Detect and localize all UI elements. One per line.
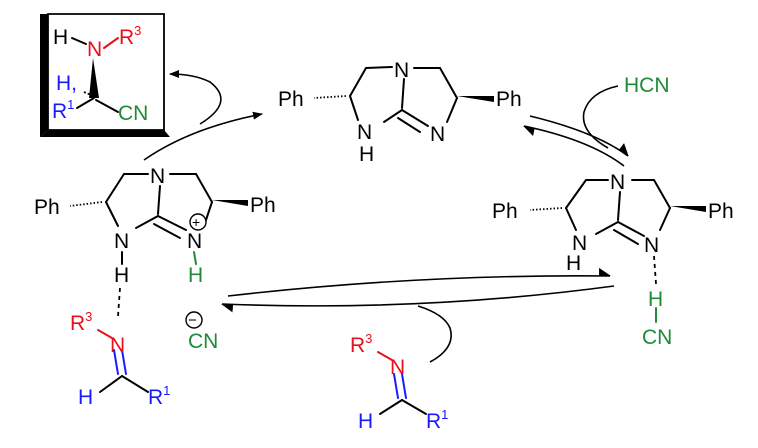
catalyst-free-n-bridge: N bbox=[394, 59, 409, 82]
catalyst-protonated-n-plus: N bbox=[187, 230, 202, 253]
catalyst-protonated-ph-left: Ph bbox=[34, 196, 60, 219]
arrow-bottom-back bbox=[221, 285, 615, 313]
imine-substrate-r1: R1 bbox=[426, 407, 448, 433]
catalyst-protonated-nh-n: N bbox=[114, 230, 129, 253]
imine-hbonded-r1: R1 bbox=[148, 383, 170, 409]
imine-substrate-n: N bbox=[390, 356, 405, 379]
catalyst-protonated: N N + N H H Ph Ph bbox=[34, 165, 276, 317]
imine-hbonded-h: H bbox=[78, 386, 93, 409]
hcn-reagent: HCN bbox=[624, 74, 670, 97]
product-n-atom: N bbox=[87, 38, 102, 61]
arrow-release-catalyst bbox=[143, 111, 263, 161]
catalyst-protonated-nh-h: H bbox=[114, 264, 129, 287]
arrow-to-product bbox=[169, 70, 222, 125]
cyanide-cn: CN bbox=[188, 330, 218, 353]
catalyst-free-ph-right: Ph bbox=[496, 88, 522, 111]
catalyst-free-nh-n: N bbox=[357, 121, 372, 144]
catalyst-hcn-n-imine: N bbox=[644, 234, 659, 257]
imine-substrate-h: H bbox=[358, 410, 373, 433]
catalyst-hcn-nh-n: N bbox=[572, 232, 587, 255]
imine-hbonded-r3: R3 bbox=[70, 309, 92, 335]
catalyst-free: N N N H Ph Ph bbox=[278, 59, 522, 166]
arrow-bottom-forward bbox=[227, 267, 611, 297]
catalyst-free-nh-h: H bbox=[359, 143, 374, 166]
product-cn-group: CN bbox=[118, 102, 148, 125]
arrow-imine-enter bbox=[417, 305, 452, 363]
reaction-arrows bbox=[143, 70, 629, 363]
catalyst-hcn-ph-left: Ph bbox=[492, 200, 518, 223]
catalyst-hcn-complex: N N N H Ph Ph H CN bbox=[492, 171, 734, 349]
hcn-bound-cn: CN bbox=[642, 326, 672, 349]
catalyst-protonated-ph-right: Ph bbox=[250, 194, 276, 217]
product-h-atom: H bbox=[53, 26, 68, 49]
catalyst-hcn-nh-h: H bbox=[566, 252, 581, 275]
arrow-equilibrium-back bbox=[523, 125, 625, 167]
imine-substrate: R3 N H R1 bbox=[350, 331, 448, 433]
imine-substrate-r3: R3 bbox=[350, 331, 372, 357]
imine-hbonded-n: N bbox=[110, 334, 125, 357]
catalyst-hcn-ph-right: Ph bbox=[708, 200, 734, 223]
product-r1-group: R1 bbox=[52, 97, 74, 123]
minus-charge: − bbox=[188, 312, 197, 329]
catalyst-hcn-n-bridge: N bbox=[610, 171, 625, 194]
cyanide-anion: − CN bbox=[185, 311, 218, 353]
arrow-equilibrium-forward bbox=[529, 115, 629, 157]
catalyst-free-ph-left: Ph bbox=[278, 88, 304, 111]
catalyst-free-n-imine: N bbox=[430, 123, 445, 146]
catalyst-protonated-h-plus: H bbox=[188, 264, 203, 287]
plus-charge: + bbox=[192, 214, 200, 230]
product-h-alpha: H, bbox=[56, 72, 77, 95]
product-box: H N R3 H, R1 CN bbox=[40, 13, 170, 137]
product-r3-group: R3 bbox=[119, 23, 141, 49]
hcn-bound-h: H bbox=[648, 288, 663, 311]
arrow-hcn-enter bbox=[582, 85, 619, 149]
imine-hbonded: R3 N H R1 bbox=[70, 309, 170, 409]
catalyst-protonated-n-bridge: N bbox=[150, 165, 165, 188]
